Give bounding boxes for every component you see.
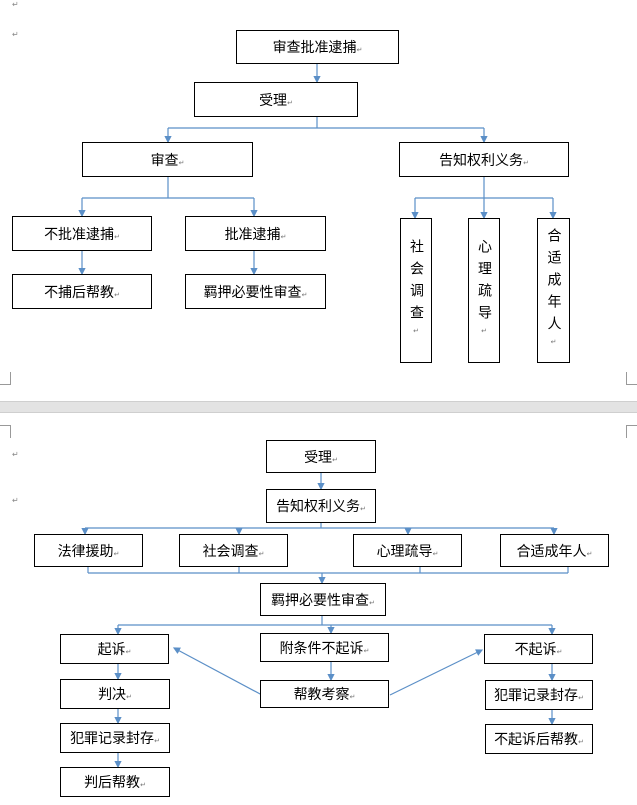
node-label: 合适成年人 (544, 228, 564, 354)
page-break (0, 401, 637, 413)
node-label: 不起诉 (515, 639, 563, 659)
node-help-after-not-prosecute[interactable]: 不起诉后帮教 (485, 724, 593, 754)
node-probation[interactable]: 帮教考察 (260, 680, 389, 708)
node-label: 起诉 (98, 639, 132, 659)
node-seal-left[interactable]: 犯罪记录封存 (60, 723, 170, 753)
node-not-arrest[interactable]: 不批准逮捕 (12, 216, 152, 251)
node-label: 受理 (259, 90, 293, 110)
node-psych-2[interactable]: 心理疏导 (353, 534, 462, 567)
node-label: 社会调查 (406, 239, 426, 343)
node-approve-review[interactable]: 审查批准逮捕 (236, 30, 399, 64)
node-label: 不批准逮捕 (44, 224, 120, 244)
node-label: 告知权利义务 (439, 150, 529, 170)
node-label: 法律援助 (58, 541, 120, 561)
node-label: 判后帮教 (84, 772, 146, 792)
node-label: 帮教考察 (294, 684, 356, 704)
node-label: 批准逮捕 (225, 224, 287, 244)
node-label: 羁押必要性审查 (271, 590, 375, 610)
node-label: 判决 (98, 684, 132, 704)
node-legal-aid[interactable]: 法律援助 (34, 534, 143, 567)
node-accept[interactable]: 受理 (194, 82, 358, 117)
node-label: 不捕后帮教 (44, 282, 120, 302)
node-label: 合适成年人 (517, 541, 593, 561)
paragraph-mark: ↵ (12, 496, 19, 505)
node-social-survey[interactable]: 社会调查 (400, 218, 432, 363)
node-label: 审查批准逮捕 (273, 37, 363, 57)
node-adult[interactable]: 合适成年人 (537, 218, 570, 363)
node-review[interactable]: 审查 (82, 142, 253, 177)
page-corner-mark (0, 372, 11, 385)
node-detention-review-2[interactable]: 羁押必要性审查 (260, 583, 386, 616)
node-not-prosecute[interactable]: 不起诉 (484, 634, 593, 664)
paragraph-mark: ↵ (12, 450, 19, 459)
node-label: 审查 (151, 150, 185, 170)
node-seal-right[interactable]: 犯罪记录封存 (485, 680, 593, 710)
page-corner-mark (626, 372, 637, 385)
paragraph-mark: ↵ (12, 30, 19, 39)
node-label: 心理疏导 (474, 239, 494, 343)
node-accept-2[interactable]: 受理 (266, 440, 376, 473)
node-inform-2[interactable]: 告知权利义务 (266, 489, 376, 523)
node-label: 附条件不起诉 (280, 638, 370, 658)
node-label: 社会调查 (203, 541, 265, 561)
page-corner-mark (626, 425, 637, 438)
node-label: 告知权利义务 (276, 496, 366, 516)
node-verdict[interactable]: 判决 (60, 679, 170, 709)
node-arrest[interactable]: 批准逮捕 (185, 216, 326, 251)
node-label: 心理疏导 (377, 541, 439, 561)
node-adult-2[interactable]: 合适成年人 (500, 534, 609, 567)
node-label: 受理 (304, 447, 338, 467)
node-label: 不起诉后帮教 (494, 729, 584, 749)
paragraph-mark: ↵ (12, 0, 19, 9)
node-help-after-verdict[interactable]: 判后帮教 (60, 767, 170, 797)
node-conditional[interactable]: 附条件不起诉 (260, 633, 389, 662)
node-label: 犯罪记录封存 (70, 728, 160, 748)
page-corner-mark (0, 425, 11, 438)
node-detention-review[interactable]: 羁押必要性审查 (185, 274, 326, 309)
node-label: 犯罪记录封存 (494, 685, 584, 705)
node-prosecute[interactable]: 起诉 (60, 634, 169, 664)
node-social-survey-2[interactable]: 社会调查 (179, 534, 288, 567)
node-label: 羁押必要性审查 (204, 282, 308, 302)
node-help-after-not-arrest[interactable]: 不捕后帮教 (12, 274, 152, 309)
node-inform[interactable]: 告知权利义务 (399, 142, 569, 177)
node-psych[interactable]: 心理疏导 (468, 218, 500, 363)
